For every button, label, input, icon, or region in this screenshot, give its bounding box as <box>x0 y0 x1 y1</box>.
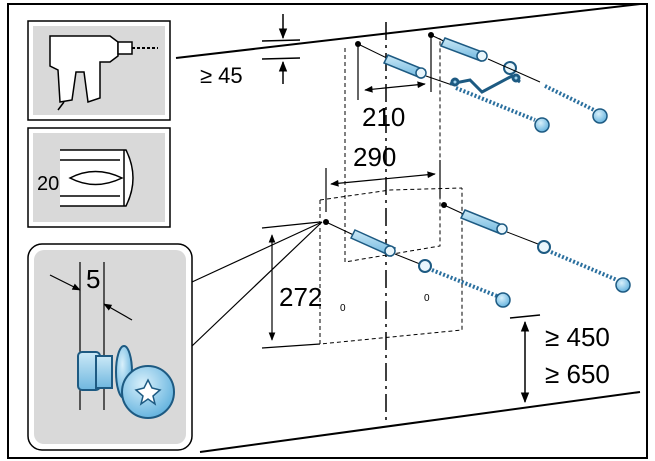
bracket <box>449 73 521 94</box>
drill-bit-panel: 20 <box>27 127 171 228</box>
vertical-distance-label: 272 <box>279 282 322 312</box>
drill-panel <box>27 20 171 121</box>
min-height-label-a: ≥ 450 <box>545 322 610 352</box>
wall-plug-upper-right <box>430 34 541 83</box>
screw-detail-icon <box>77 345 175 419</box>
wall-plug-lower-right <box>443 204 551 254</box>
screw-lower-right <box>550 250 631 293</box>
drill-diameter-label: 20 <box>37 173 59 195</box>
screw-upper-left <box>455 86 550 133</box>
vertical-tolerance-right: 0 <box>424 293 430 304</box>
screw-lower-left <box>431 268 511 308</box>
screw-upper-right <box>544 84 608 124</box>
min-height-label-b: ≥ 650 <box>545 359 610 389</box>
screw-projection-label: 5 <box>86 264 100 294</box>
min-height-dimension <box>509 314 541 404</box>
drill-icon <box>49 35 158 111</box>
upper-spacing-dimension <box>357 36 432 100</box>
mid-spacing-dimension <box>325 160 441 212</box>
upper-spacing-label: 210 <box>362 102 405 132</box>
mid-spacing-label: 290 <box>353 142 396 172</box>
drill-bit-icon <box>60 149 134 207</box>
screw-detail-callout: 5 <box>27 221 323 451</box>
vertical-tolerance-left: 0 <box>340 303 346 314</box>
wall-plug-lower-left <box>325 221 432 273</box>
vertical-dimension <box>261 221 321 349</box>
top-clearance-dimension <box>261 14 301 84</box>
top-clearance-label: ≥ 45 <box>200 63 243 88</box>
